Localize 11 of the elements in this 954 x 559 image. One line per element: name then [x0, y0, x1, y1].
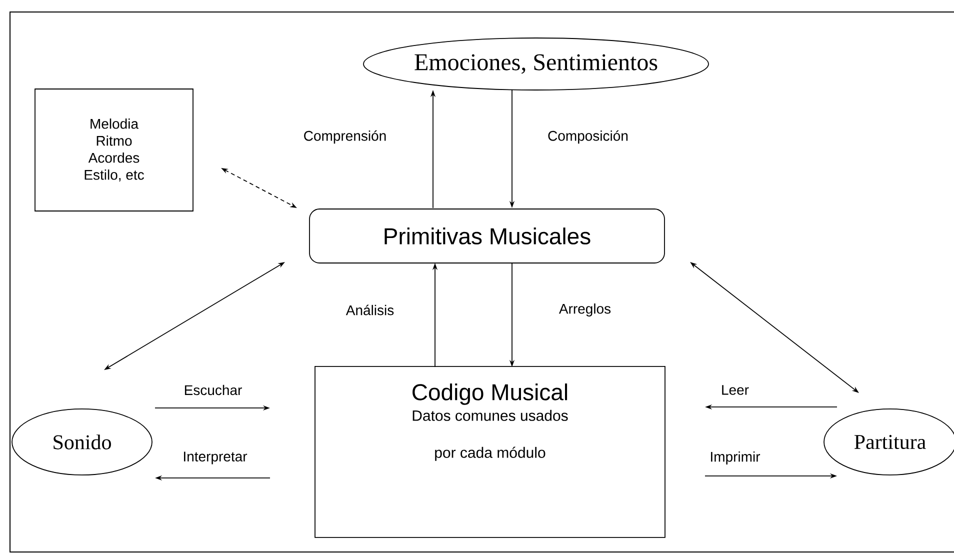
list-box: Melodia Ritmo Acordes Estilo, etc [34, 88, 194, 212]
edge-label: Arreglos [558, 303, 611, 316]
edge-label: Interpretar [184, 452, 248, 464]
edge-label: Composición [548, 130, 628, 144]
edge-label: Análisis [346, 304, 394, 316]
process-box: Primitivas Musicales [309, 208, 665, 264]
edge-label: Leer [722, 385, 749, 395]
edge-label: Imprimir [711, 451, 760, 464]
module-box: Codigo Musical Datos comunes usados por cada módulo [314, 366, 666, 538]
edge-label: Comprensión [304, 130, 386, 144]
edge-label: Escuchar [184, 384, 242, 396]
